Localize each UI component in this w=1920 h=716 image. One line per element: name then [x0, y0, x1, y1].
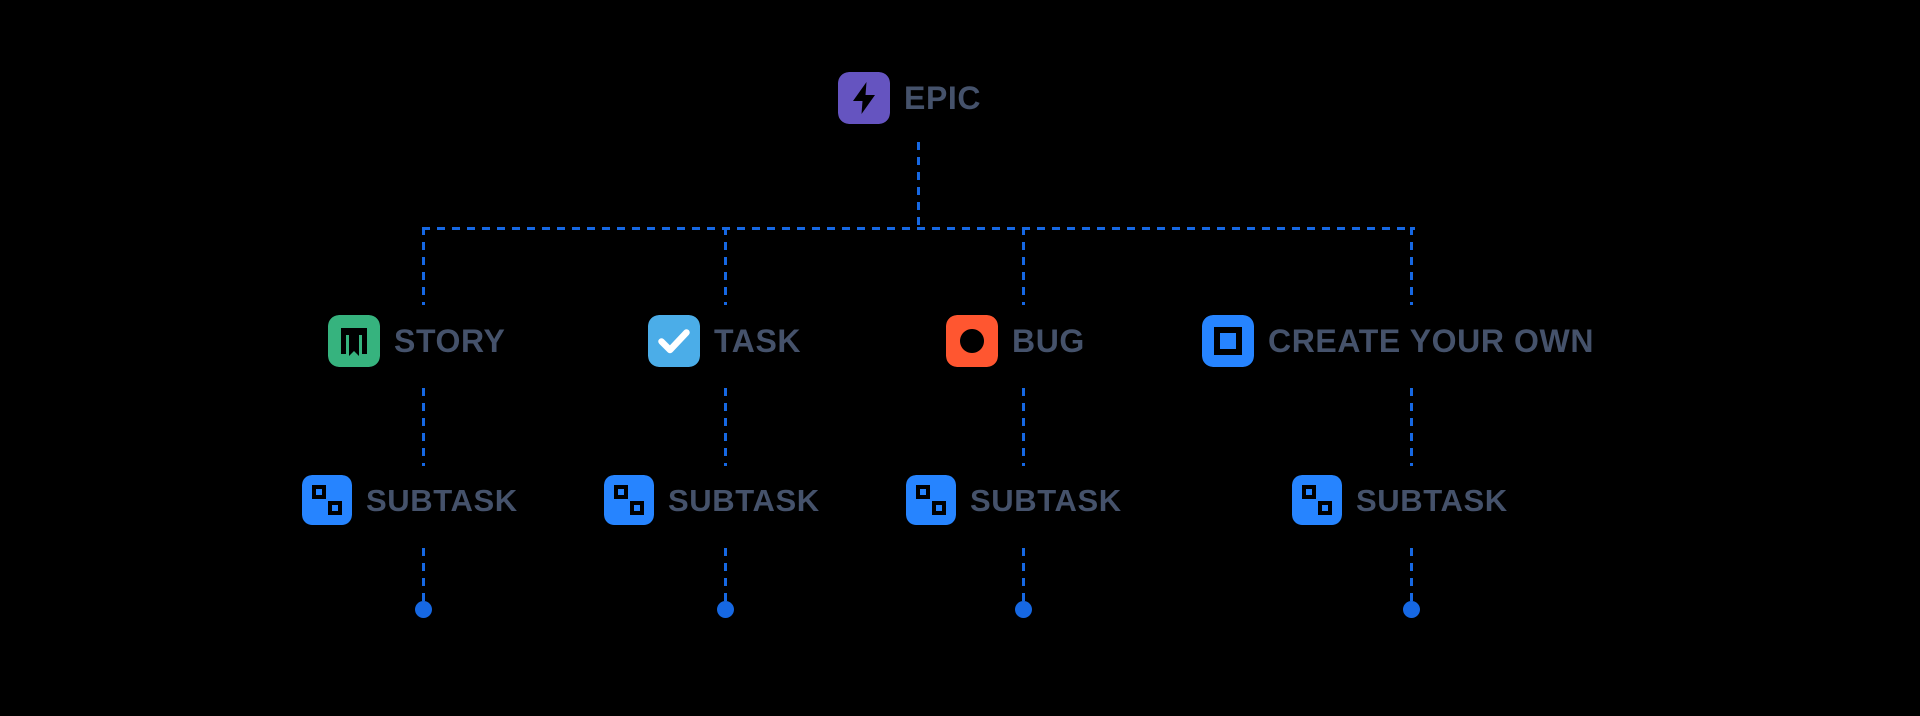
node-label-subtask-1: SUBTASK [366, 482, 518, 518]
node-subtask-3[interactable]: SUBTASK [906, 475, 1122, 525]
task-check-icon [648, 315, 700, 367]
node-bug[interactable]: BUG [946, 315, 1085, 367]
epic-lightning-icon [838, 72, 890, 124]
connector-subtask-drop-1 [422, 388, 425, 466]
connector-epic-drop [917, 142, 920, 230]
node-label-create-your-own: CREATE YOUR OWN [1268, 323, 1595, 359]
terminal-dot-2 [717, 601, 734, 618]
connector-subtask-drop-4 [1410, 388, 1413, 466]
node-label-bug: BUG [1012, 323, 1085, 359]
connector-horizontal-bus [422, 227, 1415, 230]
node-subtask-4[interactable]: SUBTASK [1292, 475, 1508, 525]
subtask-squares-icon [1292, 475, 1342, 525]
connector-tail-drop-1 [422, 548, 425, 602]
node-label-subtask-3: SUBTASK [970, 482, 1122, 518]
node-label-epic: EPIC [904, 80, 982, 116]
terminal-dot-3 [1015, 601, 1032, 618]
node-label-subtask-2: SUBTASK [668, 482, 820, 518]
connector-branch-drop-task [724, 227, 727, 305]
subtask-squares-icon [302, 475, 352, 525]
node-story[interactable]: STORY [328, 315, 505, 367]
terminal-dot-1 [415, 601, 432, 618]
node-label-story: STORY [394, 323, 506, 359]
node-subtask-1[interactable]: SUBTASK [302, 475, 518, 525]
connector-tail-drop-4 [1410, 548, 1413, 602]
connector-branch-drop-bug [1022, 227, 1025, 305]
connector-subtask-drop-3 [1022, 388, 1025, 466]
node-create-your-own[interactable]: CREATE YOUR OWN [1202, 315, 1594, 367]
node-label-task: TASK [714, 323, 802, 359]
connector-branch-drop-story [422, 227, 425, 305]
connector-branch-drop-create [1410, 227, 1413, 305]
node-task[interactable]: TASK [648, 315, 801, 367]
terminal-dot-4 [1403, 601, 1420, 618]
subtask-squares-icon [906, 475, 956, 525]
bug-circle-icon [946, 315, 998, 367]
node-epic[interactable]: EPIC [838, 72, 981, 124]
node-label-subtask-4: SUBTASK [1356, 482, 1508, 518]
create-square-icon [1202, 315, 1254, 367]
connector-tail-drop-3 [1022, 548, 1025, 602]
connector-tail-drop-2 [724, 548, 727, 602]
connector-subtask-drop-2 [724, 388, 727, 466]
node-subtask-2[interactable]: SUBTASK [604, 475, 820, 525]
story-bookmark-icon [328, 315, 380, 367]
subtask-squares-icon [604, 475, 654, 525]
